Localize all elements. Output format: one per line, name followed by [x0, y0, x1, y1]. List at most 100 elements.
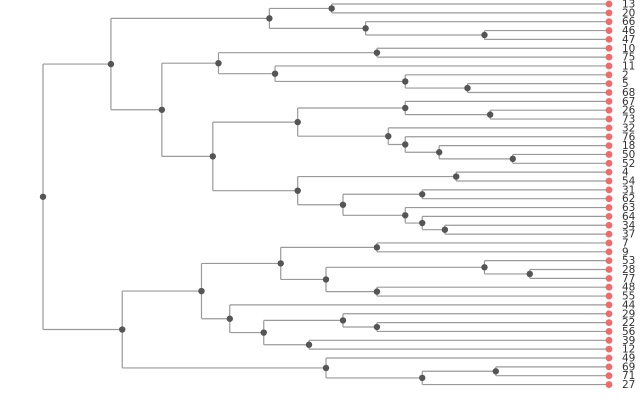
leaf-node-66[interactable] [605, 18, 613, 26]
leaf-node-11[interactable] [605, 62, 613, 70]
leaf-node-50[interactable] [605, 151, 613, 158]
internal-node[interactable] [402, 212, 409, 219]
internal-node[interactable] [322, 276, 330, 283]
leaf-node-37[interactable] [605, 230, 613, 238]
internal-node[interactable] [294, 187, 301, 194]
leaf-node-71[interactable] [605, 372, 613, 380]
leaf-node-31[interactable] [605, 186, 613, 194]
internal-node[interactable] [107, 60, 115, 68]
leaf-node-26[interactable] [605, 106, 613, 114]
internal-node[interactable] [385, 132, 392, 140]
internal-node[interactable] [271, 70, 279, 77]
leaf-label: 13 [622, 0, 635, 11]
leaf-node-75[interactable] [605, 53, 613, 61]
internal-node[interactable] [339, 317, 347, 324]
leaf-node-46[interactable] [605, 27, 613, 34]
leaf-node-2[interactable] [605, 71, 613, 79]
leaf-node-52[interactable] [605, 159, 613, 167]
internal-node[interactable] [158, 106, 166, 113]
leaf-node-68[interactable] [605, 89, 613, 96]
leaf-node-54[interactable] [605, 177, 613, 185]
leaf-label: 12 [622, 344, 635, 356]
internal-node[interactable] [526, 270, 533, 278]
internal-node[interactable] [486, 111, 494, 118]
leaf-label: 34 [622, 220, 636, 232]
internal-node[interactable] [39, 193, 47, 200]
dendrogram-leaves: 1320664647107511256867267332761850524543… [605, 0, 636, 391]
leaf-node-64[interactable] [605, 213, 613, 220]
leaf-node-56[interactable] [605, 328, 613, 335]
leaf-node-55[interactable] [605, 292, 613, 300]
internal-node[interactable] [294, 118, 301, 126]
internal-node[interactable] [119, 326, 126, 333]
leaf-node-69[interactable] [605, 363, 613, 371]
leaf-node-10[interactable] [605, 44, 613, 52]
leaf-node-12[interactable] [605, 345, 613, 353]
internal-node[interactable] [373, 49, 381, 56]
internal-node[interactable] [373, 244, 381, 251]
internal-node[interactable] [441, 226, 449, 233]
internal-node[interactable] [481, 264, 488, 271]
leaf-node-73[interactable] [605, 115, 613, 123]
leaf-node-39[interactable] [605, 336, 613, 344]
internal-node[interactable] [373, 288, 381, 295]
internal-node[interactable] [419, 191, 426, 198]
internal-node[interactable] [328, 5, 335, 12]
leaf-label: 52 [622, 158, 635, 170]
internal-node[interactable] [436, 149, 443, 156]
leaf-node-32[interactable] [605, 124, 613, 132]
leaf-node-49[interactable] [605, 354, 613, 362]
leaf-node-5[interactable] [605, 80, 613, 88]
internal-node[interactable] [419, 219, 426, 227]
internal-node[interactable] [464, 84, 471, 92]
leaf-node-53[interactable] [605, 257, 613, 265]
leaf-node-67[interactable] [605, 97, 613, 105]
internal-node[interactable] [339, 201, 347, 208]
leaf-node-20[interactable] [605, 9, 613, 17]
leaf-node-28[interactable] [605, 266, 613, 273]
internal-node[interactable] [198, 287, 205, 295]
internal-node[interactable] [260, 329, 267, 336]
internal-node[interactable] [373, 323, 381, 331]
leaf-node-29[interactable] [605, 310, 613, 318]
leaf-node-44[interactable] [605, 301, 613, 309]
leaf-node-62[interactable] [605, 195, 613, 203]
leaf-label: 20 [622, 7, 635, 19]
leaf-node-4[interactable] [605, 168, 613, 176]
leaf-node-9[interactable] [605, 248, 613, 256]
leaf-node-76[interactable] [605, 133, 613, 141]
leaf-label: 44 [622, 299, 636, 311]
internal-node[interactable] [209, 153, 216, 160]
leaf-label: 26 [622, 105, 636, 117]
leaf-node-34[interactable] [605, 221, 613, 229]
internal-node[interactable] [305, 341, 313, 348]
internal-node[interactable] [419, 374, 426, 382]
leaf-node-77[interactable] [605, 274, 613, 282]
internal-node[interactable] [509, 155, 516, 163]
leaf-label: 7 [622, 237, 629, 249]
internal-node[interactable] [266, 15, 273, 22]
leaf-label: 11 [622, 60, 635, 72]
leaf-node-13[interactable] [605, 0, 613, 8]
internal-node[interactable] [402, 141, 409, 148]
internal-node[interactable] [481, 31, 488, 39]
internal-node[interactable] [322, 364, 330, 372]
leaf-label: 32 [622, 122, 635, 134]
leaf-node-18[interactable] [605, 142, 613, 150]
leaf-node-63[interactable] [605, 204, 613, 211]
leaf-label: 18 [622, 140, 635, 152]
leaf-node-22[interactable] [605, 319, 613, 326]
internal-node[interactable] [362, 25, 369, 32]
internal-node[interactable] [452, 173, 460, 180]
internal-node[interactable] [402, 78, 409, 85]
leaf-node-27[interactable] [605, 381, 613, 388]
internal-node[interactable] [277, 260, 284, 267]
internal-node[interactable] [215, 59, 222, 67]
internal-node[interactable] [402, 104, 409, 112]
leaf-node-47[interactable] [605, 36, 613, 43]
internal-node[interactable] [226, 315, 233, 322]
leaf-node-7[interactable] [605, 239, 613, 247]
leaf-label: 69 [622, 361, 635, 373]
internal-node[interactable] [492, 368, 499, 375]
leaf-node-48[interactable] [605, 283, 613, 291]
